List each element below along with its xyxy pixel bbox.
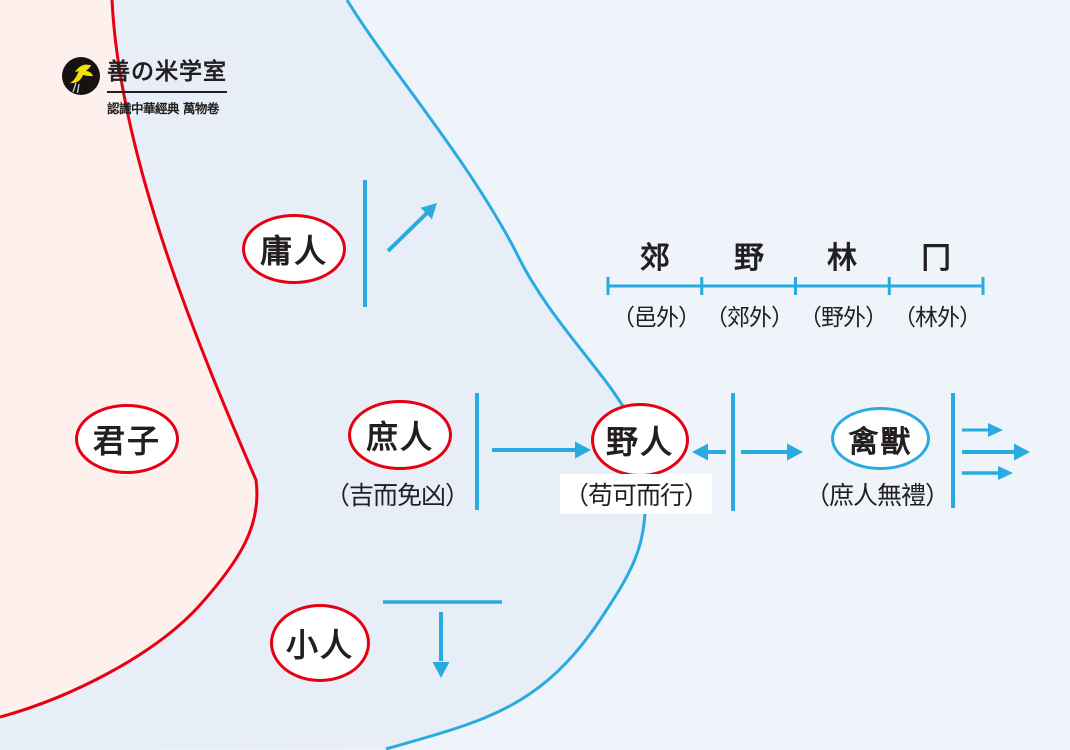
oval-qinshou-label: 禽獸 [848,424,913,460]
distance-ruler [606,277,985,295]
logo-subtitle: 認識中華經典 萬物卷 [107,101,219,116]
oval-xiaoren-label: 小人 [285,626,354,664]
scale-outer-jiao: （邑外） [612,305,701,331]
scale-zone-ye: 野 [734,241,764,276]
logo-title: 善の米学室 [107,52,227,93]
note-yeren: （苟可而行） [559,474,713,514]
logo-text-block: 善の米学室 認識中華經典 萬物卷 [107,52,227,117]
red-boundary-curve [0,0,259,719]
scale-zone-jiong: 冂 [921,241,951,276]
pink-region [0,0,257,717]
arrow-to-qinshou [741,443,803,461]
note-qinshou: （庶人無禮） [804,481,950,510]
scale-outer-jiong: （林外） [893,305,982,331]
arrow-back-to-yeren [692,443,726,461]
arrow-up-right [386,203,437,253]
arrow-exit-middle [962,443,1030,461]
oval-qinshou: 禽獸 [831,407,930,470]
oval-junzi-label: 君子 [92,422,161,460]
oval-yongren-label: 庸人 [259,232,328,270]
arrow-exit-top [962,423,1003,437]
arrow-shuren-to-yeren [492,441,591,459]
scale-outer-lin: （野外） [799,305,888,331]
oval-yeren-label: 野人 [605,423,674,461]
oval-junzi: 君子 [75,404,179,474]
scale-zone-jiao: 郊 [640,241,670,276]
oval-yongren: 庸人 [242,214,346,284]
oval-yeren: 野人 [591,403,689,477]
scale-zone-lin: 林 [827,241,857,276]
oval-shuren-label: 庶人 [365,418,434,456]
arrow-exit-bottom [962,466,1013,480]
note-shuren: （吉而免凶） [324,481,470,510]
logo-mark [62,57,102,97]
arrow-down [432,612,450,678]
oval-xiaoren: 小人 [270,604,370,682]
swallow-bird-icon [62,57,100,95]
scale-outer-ye: （郊外） [705,305,794,331]
oval-shuren: 庶人 [348,400,452,470]
